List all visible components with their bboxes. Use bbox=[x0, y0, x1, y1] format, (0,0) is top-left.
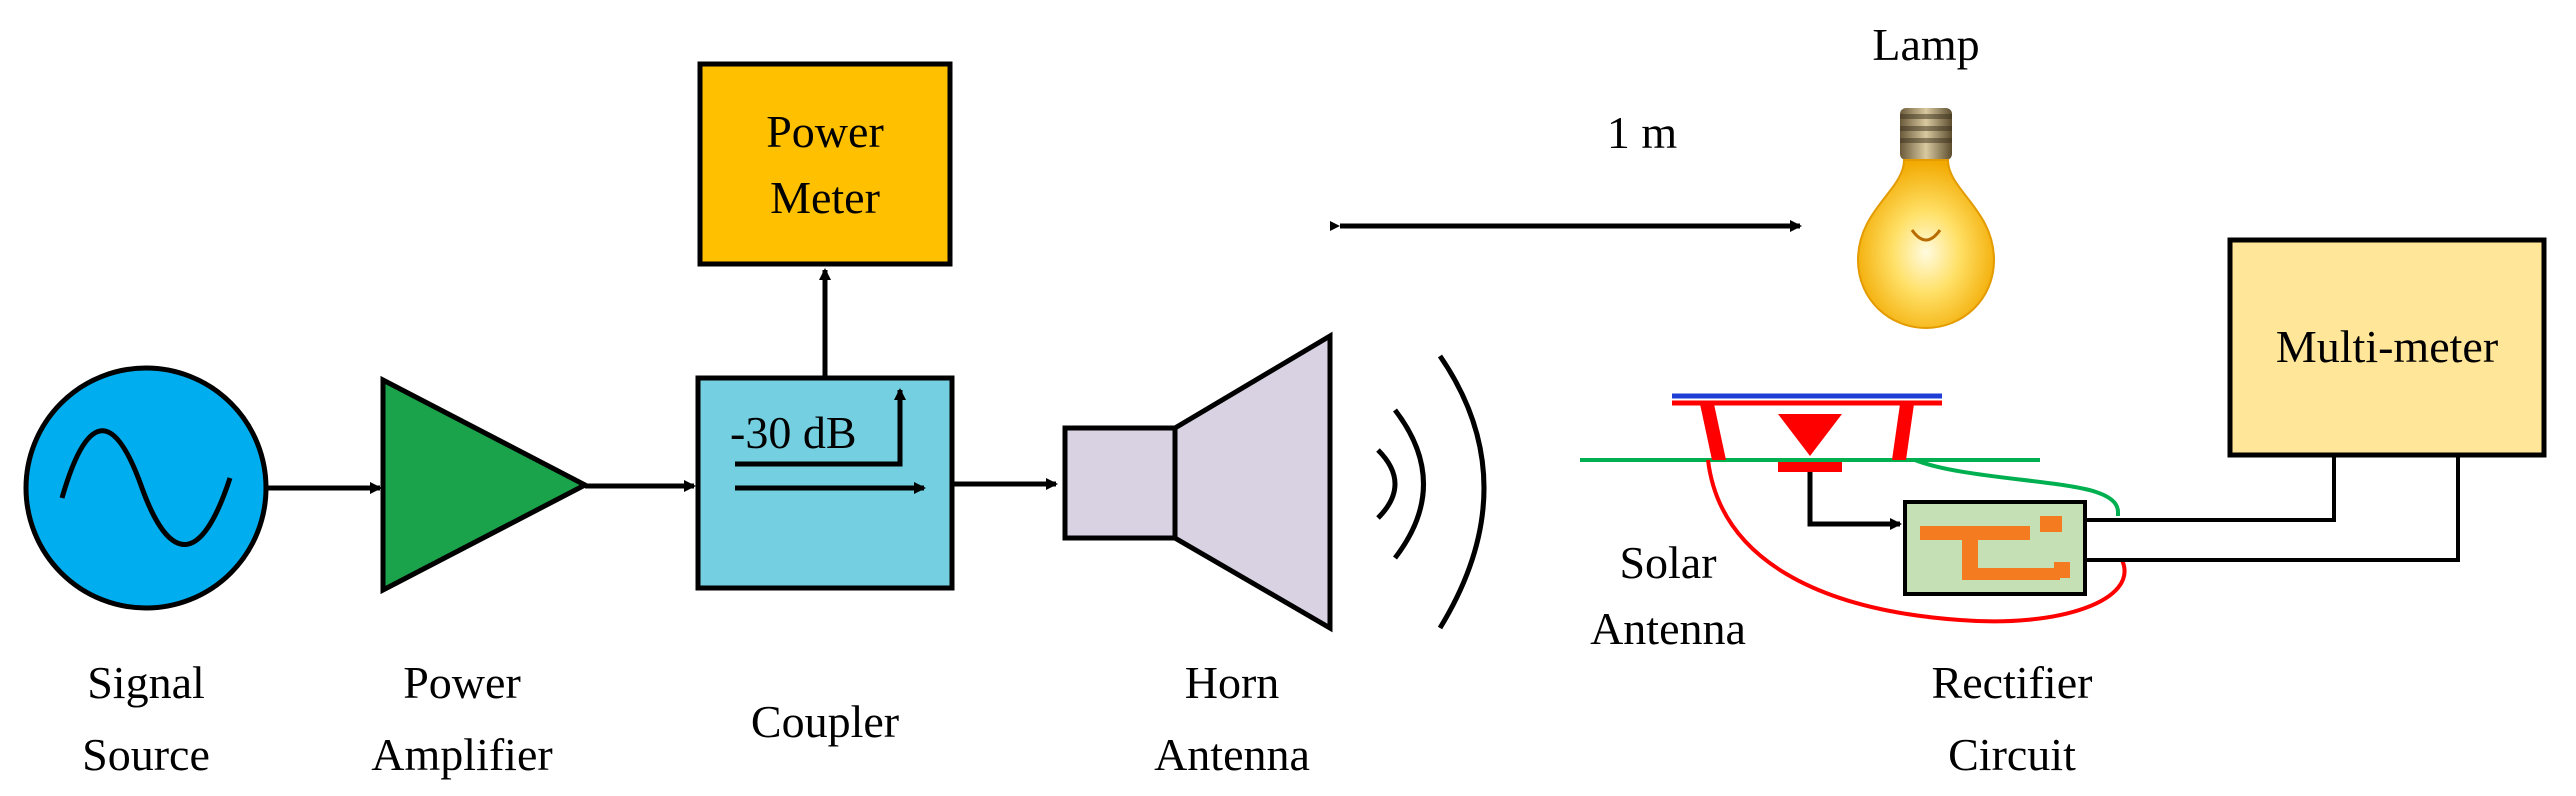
diode-icon bbox=[1778, 414, 1842, 456]
power-amplifier-label-1: Power bbox=[403, 657, 521, 708]
horn-antenna bbox=[1062, 331, 1333, 633]
lamp-label: Lamp bbox=[1872, 19, 1979, 70]
solar-antenna-label-1: Solar bbox=[1619, 537, 1716, 588]
power-meter-label-1: Power bbox=[766, 106, 884, 157]
rectifier-label-1: Rectifier bbox=[1932, 657, 2093, 708]
horn-antenna-label-1: Horn bbox=[1185, 657, 1280, 708]
solar-antenna-label-2: Antenna bbox=[1590, 603, 1746, 654]
coupled-port-arrow bbox=[735, 388, 906, 467]
signal-source bbox=[23, 365, 269, 611]
sine-wave-icon bbox=[59, 428, 233, 547]
power-meter-label-2: Meter bbox=[770, 172, 880, 223]
wire-rectifier-to-multimeter-2 bbox=[2085, 455, 2460, 562]
coupling-value: -30 dB bbox=[730, 407, 857, 458]
multimeter-label: Multi-meter bbox=[2276, 321, 2498, 372]
multimeter bbox=[2227, 237, 2547, 458]
red-wire bbox=[1706, 459, 2127, 624]
horn-antenna-label-2: Antenna bbox=[1154, 729, 1310, 780]
rectifier-label-2: Circuit bbox=[1948, 729, 2076, 780]
power-amplifier-label-2: Amplifier bbox=[371, 729, 552, 780]
signal-source-label-2: Source bbox=[82, 729, 210, 780]
wire-rectifier-to-multimeter-1 bbox=[2085, 455, 2336, 522]
lamp-icon bbox=[1856, 108, 1996, 330]
green-wire bbox=[1914, 458, 2121, 517]
signal-source-label-1: Signal bbox=[87, 657, 205, 708]
power-meter bbox=[697, 61, 953, 267]
coupler-label: Coupler bbox=[751, 696, 899, 747]
solar-antenna bbox=[1580, 393, 2040, 530]
rectifier-circuit bbox=[1903, 500, 2087, 596]
power-amplifier bbox=[380, 375, 591, 595]
coupler bbox=[695, 375, 955, 591]
distance-label: 1 m bbox=[1607, 107, 1678, 158]
radiation-waves-icon bbox=[1376, 354, 1487, 630]
